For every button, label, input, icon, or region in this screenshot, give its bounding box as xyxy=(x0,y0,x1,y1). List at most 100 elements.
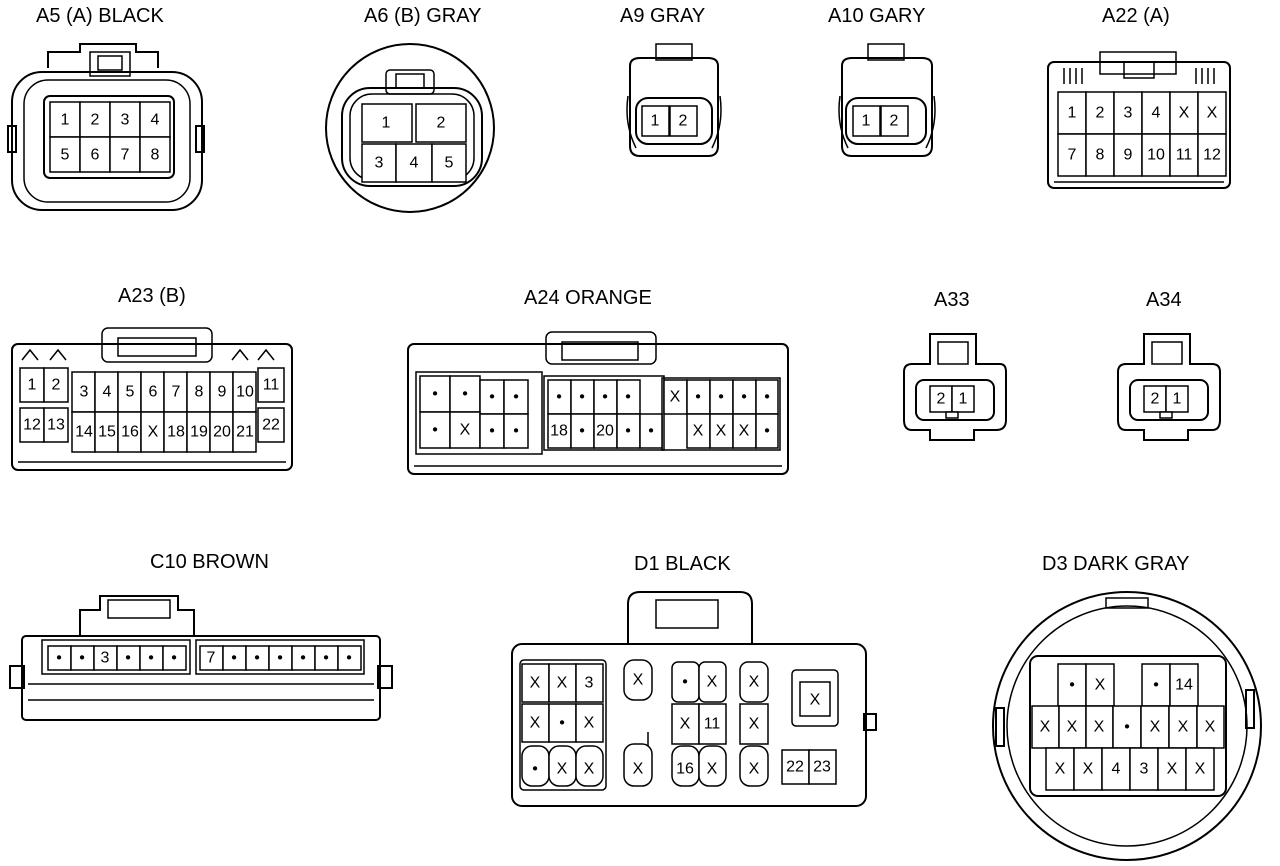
pin: 7 xyxy=(121,147,130,164)
connector-a9-label: A9 GRAY xyxy=(620,5,705,27)
pin: 7 xyxy=(172,384,181,401)
pin: X xyxy=(1195,761,1206,778)
pin: X xyxy=(707,761,718,778)
pin: 3 xyxy=(1140,761,1149,778)
connector-a6-label: A6 (B) GRAY xyxy=(364,5,481,27)
pin: • xyxy=(323,650,329,667)
connector-a33: A33 2 1 xyxy=(903,289,1007,441)
pin: X xyxy=(530,715,541,732)
connector-a9: A9 GRAY 1 2 xyxy=(620,5,722,157)
pin: 9 xyxy=(1124,147,1133,164)
pin: • xyxy=(79,650,85,667)
pin: • xyxy=(1124,719,1130,736)
pin: 11 xyxy=(263,377,280,394)
pin: 8 xyxy=(151,147,160,164)
pin: X xyxy=(1067,719,1078,736)
connector-a5: A5 (A) BLACK 1 2 3 4 5 6 7 8 xyxy=(7,5,205,211)
pin: 12 xyxy=(1203,147,1221,164)
pin: X xyxy=(1095,677,1106,694)
connector-a6: A6 (B) GRAY 1 2 3 4 5 xyxy=(325,5,495,213)
pin: 1 xyxy=(1173,391,1182,408)
pin: 18 xyxy=(167,424,185,441)
pin: • xyxy=(432,422,438,439)
pin: 2 xyxy=(679,113,688,130)
pin: 23 xyxy=(813,759,831,776)
pin: 5 xyxy=(61,147,70,164)
pin: X xyxy=(810,692,821,709)
pin: 20 xyxy=(596,423,614,440)
pin: X xyxy=(693,423,704,440)
pin: 1 xyxy=(28,377,37,394)
pin: • xyxy=(556,389,562,406)
pin: 3 xyxy=(585,675,594,692)
pin: 11 xyxy=(704,716,721,733)
pin: • xyxy=(579,389,585,406)
pin: 8 xyxy=(195,384,204,401)
connector-a24-label: A24 ORANGE xyxy=(524,287,652,309)
connector-c10: C10 BROWN • • 3 • • • 7 • • • • • • xyxy=(9,551,393,721)
pin: • xyxy=(1069,677,1075,694)
pin: 2 xyxy=(437,115,446,132)
connector-a34-label: A34 xyxy=(1146,289,1182,311)
pin: X xyxy=(739,423,750,440)
pin: 4 xyxy=(410,155,419,172)
pin: 22 xyxy=(786,759,804,776)
connector-a22: A22 (A) 1 2 3 4 X X 7 8 9 10 11 12 xyxy=(1047,5,1231,189)
pin: X xyxy=(749,716,760,733)
pin: 4 xyxy=(103,384,112,401)
pin: 1 xyxy=(959,391,968,408)
pin: X xyxy=(749,674,760,691)
pin: X xyxy=(633,761,644,778)
pin: • xyxy=(625,389,631,406)
pin: X xyxy=(670,389,681,406)
pin: 1 xyxy=(651,113,660,130)
pin: 3 xyxy=(121,112,130,129)
connector-a10-label: A10 GARY xyxy=(828,5,925,27)
pin: 12 xyxy=(23,417,41,434)
pin: X xyxy=(530,675,541,692)
connector-c10-label: C10 BROWN xyxy=(150,551,269,573)
pin: • xyxy=(682,674,688,691)
pin: 7 xyxy=(207,650,216,667)
pin: • xyxy=(764,389,770,406)
pin: 3 xyxy=(80,384,89,401)
pin: • xyxy=(718,389,724,406)
pin: 5 xyxy=(126,384,135,401)
pin: 13 xyxy=(47,417,65,434)
pin: X xyxy=(1055,761,1066,778)
pin: 19 xyxy=(190,424,208,441)
pin: • xyxy=(125,650,131,667)
pin: 8 xyxy=(1096,147,1105,164)
pin: X xyxy=(1178,719,1189,736)
pin: 6 xyxy=(91,147,100,164)
connector-a34: A34 2 1 xyxy=(1117,289,1221,441)
pin: 2 xyxy=(1096,105,1105,122)
pin: • xyxy=(648,423,654,440)
pin: X xyxy=(557,761,568,778)
pin: X xyxy=(584,761,595,778)
connector-a24: A24 ORANGE • xyxy=(407,287,789,475)
connector-a23: A23 (B) 1 2 3 4 5 6 7 8 9 xyxy=(11,285,293,471)
pin: • xyxy=(171,650,177,667)
pin: 11 xyxy=(1176,147,1193,164)
pin: 3 xyxy=(375,155,384,172)
pin: 16 xyxy=(676,761,694,778)
pin: X xyxy=(148,424,159,441)
pin: 3 xyxy=(1124,105,1133,122)
connector-d3-label: D3 DARK GRAY xyxy=(1042,553,1189,575)
pin: • xyxy=(741,389,747,406)
pin: 21 xyxy=(236,424,254,441)
pin: X xyxy=(1094,719,1105,736)
pin: 4 xyxy=(1112,761,1121,778)
pin: 2 xyxy=(52,377,61,394)
pin: 3 xyxy=(101,650,110,667)
pin: 22 xyxy=(262,417,280,434)
pin: 4 xyxy=(1152,105,1161,122)
pin: • xyxy=(56,650,62,667)
pin: • xyxy=(513,389,519,406)
pin: X xyxy=(1207,105,1218,122)
pin: 2 xyxy=(91,112,100,129)
pin: X xyxy=(1150,719,1161,736)
pin: 5 xyxy=(445,155,454,172)
